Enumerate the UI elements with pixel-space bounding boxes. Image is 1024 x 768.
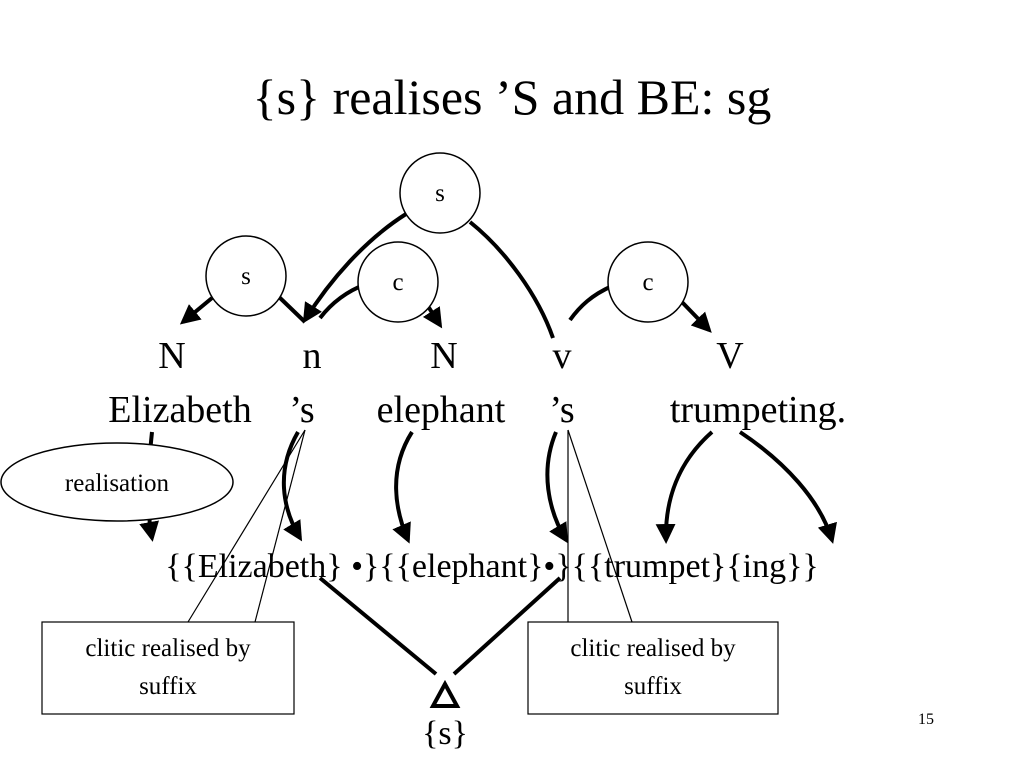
arc-c-right-to-V [678,298,712,333]
callout-left-line1: clitic realised by [85,635,251,662]
word-s-1: ’s [289,389,314,431]
node-c-left [357,241,439,323]
callout-left-box [41,621,295,715]
realise-arrow-s1 [281,430,303,542]
line-left-to-suffix [318,576,438,676]
callout-right-line1: clitic realised by [570,635,736,662]
word-trumpeting: trumpeting. [670,389,846,431]
callout-right-pointer-b [567,429,633,623]
arc-s-left-to-N [179,296,214,325]
morph-s: {s} [422,715,468,752]
arc-s-top-to-v [468,220,555,339]
callout-right-line2: suffix [624,673,682,700]
category-v: v [553,335,572,377]
word-s-2: ’s [549,389,574,431]
category-N-1: N [158,335,185,377]
arc-s-top-to-n [302,212,408,324]
node-c-right [607,241,689,323]
triangle-icon [429,679,461,708]
arc-s-left-to-n [276,294,307,324]
realise-arrow-elephant [392,430,414,544]
realise-arrow-s2 [545,431,569,544]
realise-arrow-trumpet [655,430,714,544]
category-V: V [716,335,744,377]
callout-right-box [527,621,779,715]
category-n: n [303,335,322,377]
callout-left-pointer-a [187,429,306,623]
slide-title: {s} realises ’S and BE: sg [252,69,772,125]
category-N-2: N [430,335,457,377]
arc-c-right-to-v [568,284,613,322]
forms-line: {{Elizabeth} •}{{elephant}•}{{trumpet}{i… [165,548,819,585]
node-c-right-label: c [642,269,653,296]
realise-arrow-ing [738,430,837,544]
line-right-to-suffix [452,576,562,676]
node-s-top [399,152,481,234]
callout-left-line2: suffix [139,673,197,700]
node-s-top-label: s [435,180,445,207]
node-s-left [205,235,287,317]
realisation-ellipse [0,442,234,522]
page-number: 15 [918,711,934,728]
node-s-left-label: s [241,263,251,290]
word-elizabeth: Elizabeth [108,389,251,431]
realisation-label: realisation [65,470,170,497]
node-c-left-label: c [392,269,403,296]
callout-left-pointer-b [254,429,306,623]
word-elephant: elephant [377,389,506,431]
